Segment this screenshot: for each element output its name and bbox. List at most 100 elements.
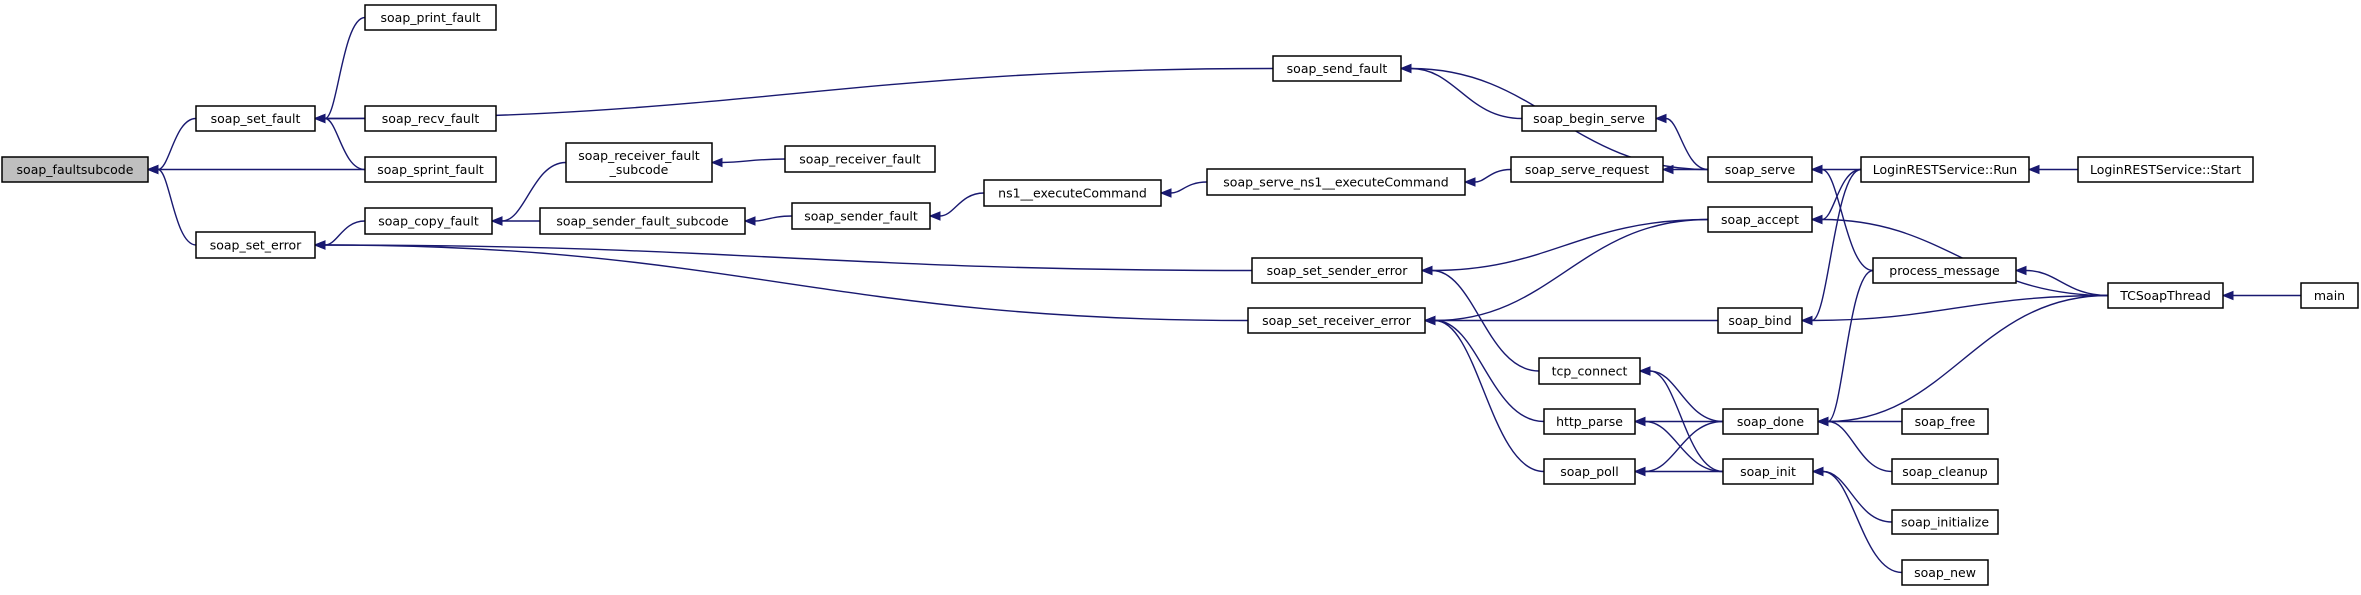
node-soap-copy-fault[interactable]: soap_copy_fault (364, 207, 493, 235)
node-box (1872, 257, 2017, 284)
node-soap-print-fault[interactable]: soap_print_fault (364, 4, 497, 31)
node-soap-send-fault[interactable]: soap_send_fault (1272, 55, 1402, 82)
node-box (539, 207, 746, 235)
node-soap-new[interactable]: soap_new (1901, 559, 1989, 586)
node-soap-init[interactable]: soap_init (1722, 458, 1814, 485)
node-soap-begin-serve[interactable]: soap_begin_serve (1521, 105, 1657, 132)
call-edge (501, 161, 567, 222)
node-soap-set-fault[interactable]: soap_set_fault (195, 105, 316, 132)
node-box (1891, 458, 1999, 485)
node-label: soap_receiver_fault (578, 148, 700, 163)
node-box (1521, 105, 1657, 132)
node-label: soap_recv_fault (382, 111, 480, 126)
arrowhead (1811, 466, 1824, 477)
node-label: soap_done (1737, 414, 1805, 429)
call-edge (1811, 294, 2109, 322)
node-soap-recv-fault[interactable]: soap_recv_fault (364, 105, 497, 132)
node-box (983, 179, 1162, 207)
node-http-parse[interactable]: http_parse (1543, 408, 1636, 435)
node-soap-sprint-fault[interactable]: soap_sprint_fault (364, 156, 497, 183)
call-edge (939, 192, 985, 217)
node-box (1543, 408, 1636, 435)
node-label: soap_set_receiver_error (1262, 313, 1412, 328)
node-label: soap_serve_request (1525, 162, 1649, 177)
node-soap-bind[interactable]: soap_bind (1717, 307, 1803, 334)
node-soap-set-receiver-error[interactable]: soap_set_receiver_error (1247, 307, 1426, 334)
node-label: http_parse (1556, 414, 1623, 429)
node-soap-receiver-fault[interactable]: soap_receiver_fault (784, 145, 936, 173)
node-soap-set-error[interactable]: soap_set_error (195, 231, 316, 259)
node-box (1538, 357, 1641, 385)
node-loginrestservice-run[interactable]: LoginRESTService::Run (1860, 156, 2030, 183)
call-edge (1431, 218, 1709, 272)
call-edge (157, 117, 197, 171)
arrowhead (1654, 113, 1667, 124)
node-box (364, 207, 493, 235)
node-main[interactable]: main (2300, 282, 2359, 309)
call-edge (1410, 67, 1523, 120)
node-soap-accept[interactable]: soap_accept (1707, 206, 1813, 233)
node-box (195, 231, 316, 259)
node-label: soap_cleanup (1902, 464, 1988, 479)
node-label: LoginRESTService::Run (1873, 162, 2017, 177)
node-soap-serve-request[interactable]: soap_serve_request (1510, 156, 1664, 183)
node-label: tcp_connect (1552, 364, 1628, 379)
node-label: soap_accept (1721, 212, 1799, 227)
arrowhead (743, 216, 756, 226)
node-soap-receiver-fault-subcode[interactable]: soap_receiver_fault_subcode (565, 142, 713, 183)
node-soap-poll[interactable]: soap_poll (1543, 458, 1636, 485)
node-box (364, 156, 497, 183)
call-edge (754, 215, 793, 222)
node-box (1206, 168, 1466, 196)
node-box (1717, 307, 1803, 334)
node-soap-initialize[interactable]: soap_initialize (1891, 509, 1999, 535)
node-soap-free[interactable]: soap_free (1901, 408, 1989, 435)
call-edge (1474, 168, 1512, 183)
node-soap-sender-fault-subcode[interactable]: soap_sender_fault_subcode (539, 207, 746, 235)
node-soap-serve[interactable]: soap_serve (1707, 156, 1813, 183)
node-ns1-executecommand[interactable]: ns1__executeCommand (983, 179, 1162, 207)
arrowhead (1633, 416, 1646, 427)
node-box (1247, 307, 1426, 334)
node-label: soap_init (1740, 464, 1796, 479)
node-label: soap_serve (1725, 162, 1796, 177)
node-label: soap_sender_fault_subcode (556, 214, 729, 229)
node-box (1543, 458, 1636, 485)
node-box (1, 156, 149, 183)
graph-nodes: soap_faultsubcode soap_print_fault soap_se… (1, 4, 2359, 586)
node-box (1860, 156, 2030, 183)
arrowhead (490, 216, 503, 226)
node-box (2300, 282, 2359, 309)
node-box (1251, 257, 1423, 284)
node-soap-done[interactable]: soap_done (1722, 408, 1819, 435)
arrowhead (1420, 265, 1433, 276)
node-label: soap_sender_fault (804, 209, 918, 224)
node-tcp-connect[interactable]: tcp_connect (1538, 357, 1641, 385)
call-edge (157, 168, 197, 246)
node-box (1707, 206, 1813, 233)
graph-edges (146, 16, 2301, 574)
arrowhead (1816, 416, 1829, 427)
node-tcsoapthread[interactable]: TCSoapThread (2107, 282, 2224, 309)
node-soap-faultsubcode[interactable]: soap_faultsubcode (1, 156, 149, 183)
arrowhead (2027, 164, 2040, 175)
node-soap-set-sender-error[interactable]: soap_set_sender_error (1251, 257, 1423, 284)
node-soap-serve-ns1-executecommand[interactable]: soap_serve_ns1__executeCommand (1206, 168, 1466, 196)
node-box (1891, 509, 1999, 535)
node-process-message[interactable]: process_message (1872, 257, 2017, 284)
call-edge (324, 220, 366, 246)
node-soap-cleanup[interactable]: soap_cleanup (1891, 458, 1999, 485)
call-edge (1434, 319, 1545, 423)
call-edge (1170, 181, 1208, 194)
arrowhead (1638, 366, 1651, 376)
call-edge (1827, 420, 1893, 473)
arrowhead (1810, 214, 1823, 225)
node-soap-sender-fault[interactable]: soap_sender_fault (791, 202, 931, 230)
node-loginrestservice-start[interactable]: LoginRESTService::Start (2077, 156, 2254, 183)
node-box (2107, 282, 2224, 309)
call-edge (1434, 319, 1545, 473)
node-label: soap_poll (1560, 464, 1619, 479)
node-label: LoginRESTService::Start (2090, 162, 2241, 177)
call-edge (1822, 470, 1893, 523)
